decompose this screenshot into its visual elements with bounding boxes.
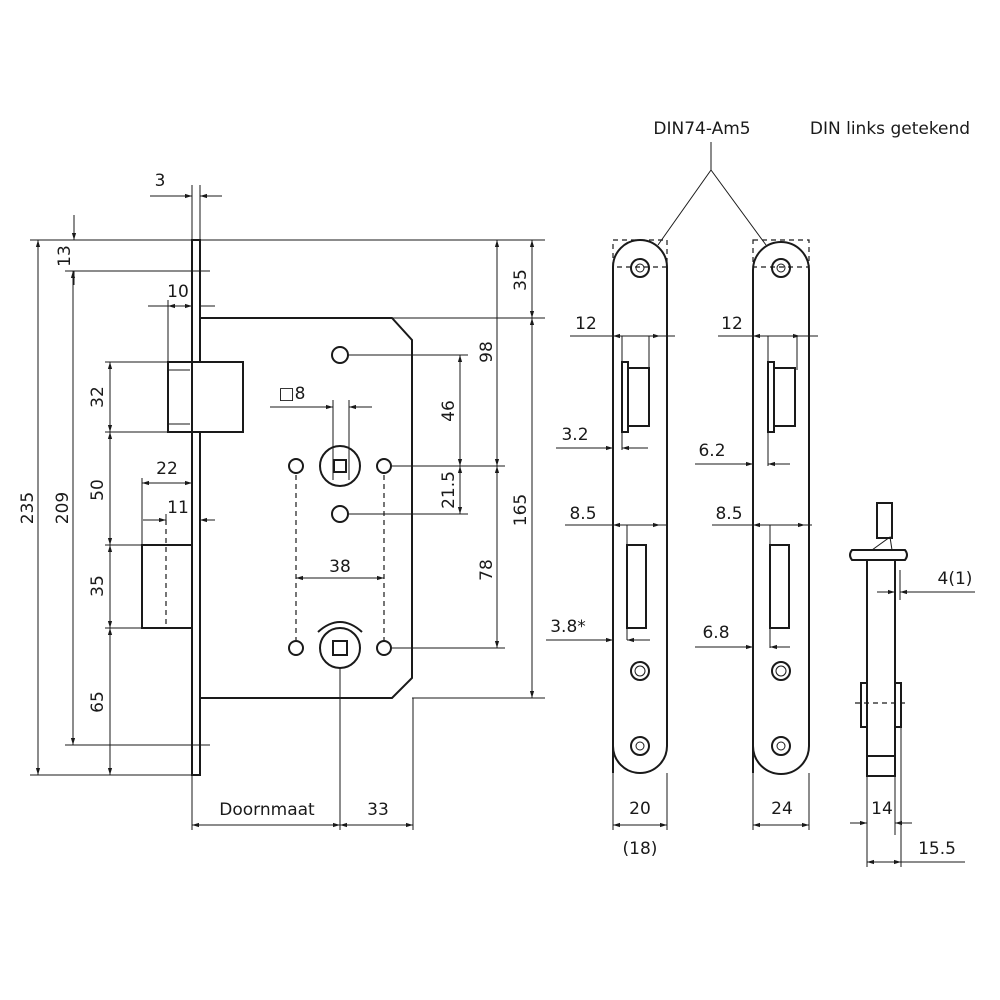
- dim-latch-height: 32: [88, 386, 108, 408]
- dead-bolt: [141, 520, 193, 629]
- note-din-left-drawn: DIN links getekend: [810, 119, 970, 139]
- dim-spindle-to-cylinder: 78: [477, 559, 497, 581]
- dim-top-offset: 13: [55, 245, 75, 267]
- dim-backset-label: Doornmaat: [219, 800, 315, 820]
- dim-case-to-top: 35: [511, 269, 531, 291]
- dimension-labels: 3 235 209 13 10 32 50 22 11 35 65 □8 98 …: [18, 171, 531, 820]
- dim-overall-height: 235: [18, 492, 38, 524]
- dim-backset-rest: 33: [367, 800, 389, 820]
- dim-latch-to-bolt: 50: [88, 479, 108, 501]
- dim-faceplate-thickness: 3: [155, 171, 166, 191]
- dim-top-to-spindle: 98: [477, 341, 497, 363]
- dim-hole-spacing: 38: [329, 557, 351, 577]
- latch-bolt: [167, 361, 244, 433]
- dim-spindle-to-screw: 21.5: [439, 471, 459, 509]
- dim-bolt-height: 35: [88, 575, 108, 597]
- dim-side-overall-width: 15.5: [918, 839, 956, 859]
- dim-side-body-width: 14: [871, 799, 893, 819]
- cylinder-hub: [317, 621, 363, 830]
- dim-latch-offset: 10: [167, 282, 189, 302]
- faceplate: [191, 239, 201, 776]
- dim-side-projection: 4(1): [938, 569, 973, 589]
- dim-bolt-depth: 22: [156, 459, 178, 479]
- side-profile-view: 4(1) 14 15.5: [849, 502, 975, 867]
- dim-left-latch-offset: 3.2: [561, 425, 588, 445]
- faceplate-front-right: 12 6.2 8.5 6.8 24: [695, 239, 818, 830]
- follower-hub: [319, 400, 361, 487]
- dim-spindle-square: □8: [279, 384, 306, 404]
- dim-right-bolt-width: 8.5: [715, 504, 742, 524]
- faceplate-front-left: 12 3.2 8.5 3.8* 20 (18): [546, 239, 675, 859]
- callout: DIN74-Am5 DIN links getekend: [653, 119, 970, 246]
- dim-screw-to-spindle: 46: [439, 400, 459, 422]
- dim-bolt-offset: 11: [167, 498, 189, 518]
- dim-screw-spacing: 209: [53, 492, 73, 524]
- dim-bolt-to-bottom: 65: [88, 691, 108, 713]
- dim-right-bolt-offset: 6.8: [702, 623, 729, 643]
- callout-din74-am5: DIN74-Am5: [653, 119, 750, 139]
- dimension-lines: [30, 185, 545, 830]
- dim-right-latch-offset: 6.2: [698, 441, 725, 461]
- mortise-lock-side-view: 3 235 209 13 10 32 50 22 11 35 65 □8 98 …: [18, 171, 545, 830]
- dim-left-bolt-width: 8.5: [569, 504, 596, 524]
- dim-right-latch-width: 12: [721, 314, 743, 334]
- dim-left-plate-width: 20: [629, 799, 651, 819]
- dim-case-height: 165: [511, 494, 531, 526]
- dim-left-latch-width: 12: [575, 314, 597, 334]
- dim-left-bolt-offset: 3.8*: [550, 617, 586, 637]
- dim-left-plate-width-alt: (18): [623, 839, 658, 859]
- dim-right-plate-width: 24: [771, 799, 793, 819]
- screw-holes: [288, 346, 392, 656]
